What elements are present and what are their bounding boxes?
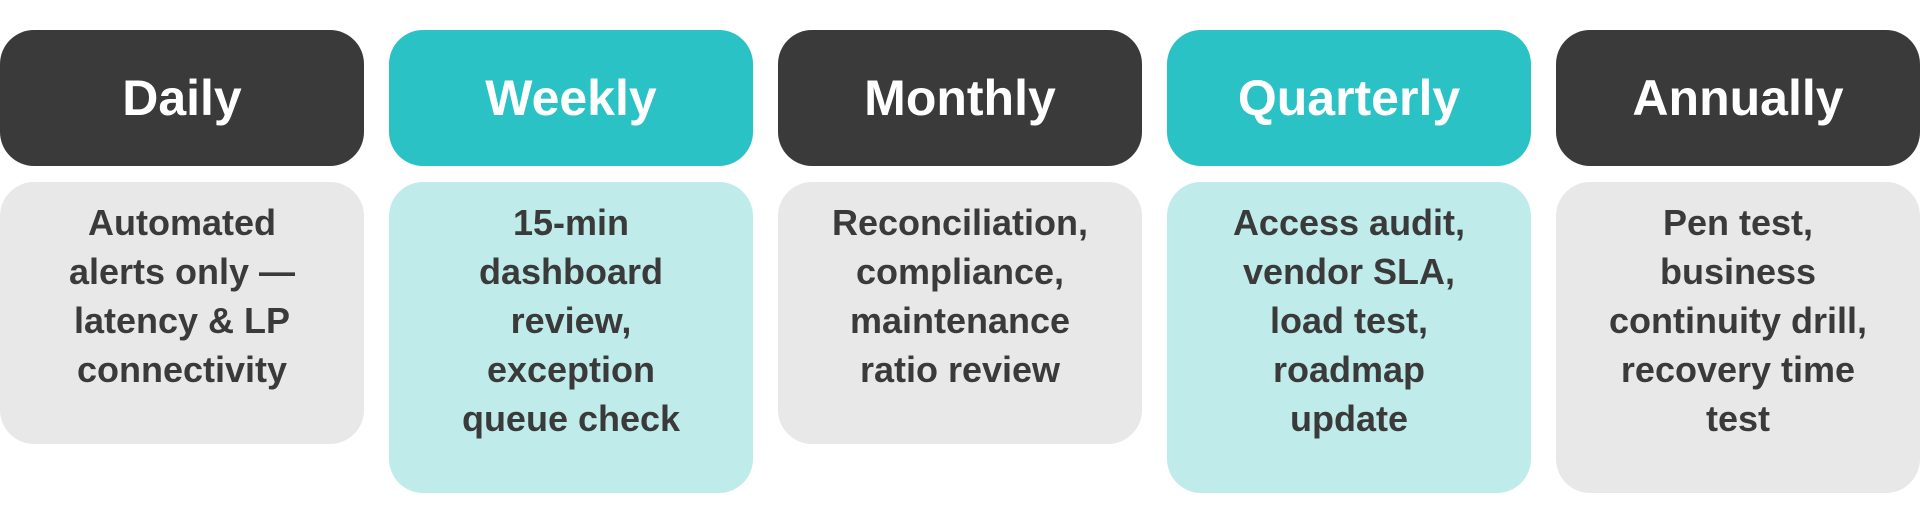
body-line: update: [1289, 398, 1408, 439]
body-line: compliance,: [855, 251, 1065, 292]
column-monthly: Monthly Reconciliation, compliance, main…: [778, 30, 1142, 444]
column-header-quarterly: Quarterly: [1167, 30, 1531, 166]
body-line: test: [1705, 398, 1771, 439]
body-line: vendor SLA,: [1242, 251, 1455, 292]
body-line: recovery time: [1620, 349, 1856, 390]
column-text-quarterly: Access audit, vendor SLA, load test, roa…: [1233, 198, 1465, 443]
body-line: ratio review: [859, 349, 1061, 390]
body-line: queue check: [461, 398, 681, 439]
column-text-daily: Automated alerts only — latency & LP con…: [69, 198, 295, 394]
column-text-monthly: Reconciliation, compliance, maintenance …: [832, 198, 1088, 394]
body-line: dashboard: [478, 251, 664, 292]
column-body-annually: Pen test, business continuity drill, rec…: [1556, 182, 1920, 493]
column-body-weekly: 15-min dashboard review, exception queue…: [389, 182, 753, 493]
column-body-daily: Automated alerts only — latency & LP con…: [0, 182, 364, 444]
column-header-weekly: Weekly: [389, 30, 753, 166]
body-line: exception: [486, 349, 656, 390]
column-header-annually: Annually: [1556, 30, 1920, 166]
body-line: continuity drill,: [1609, 300, 1867, 341]
column-text-weekly: 15-min dashboard review, exception queue…: [462, 198, 680, 443]
body-line: roadmap: [1272, 349, 1426, 390]
column-body-quarterly: Access audit, vendor SLA, load test, roa…: [1167, 182, 1531, 493]
column-weekly: Weekly 15-min dashboard review, exceptio…: [389, 30, 753, 493]
body-line: load test,: [1269, 300, 1428, 341]
body-line: Access audit,: [1232, 202, 1466, 243]
column-daily: Daily Automated alerts only — latency & …: [0, 30, 364, 444]
column-text-annually: Pen test, business continuity drill, rec…: [1609, 198, 1867, 443]
body-line: Reconciliation,: [831, 202, 1089, 243]
body-line: latency & LP: [73, 300, 291, 341]
column-header-monthly: Monthly: [778, 30, 1142, 166]
body-line: maintenance: [849, 300, 1071, 341]
body-line: connectivity: [76, 349, 288, 390]
body-line: 15-min: [512, 202, 630, 243]
body-line: Pen test,: [1662, 202, 1814, 243]
column-header-daily: Daily: [0, 30, 364, 166]
body-line: review,: [510, 300, 632, 341]
body-line: alerts only —: [68, 251, 296, 292]
body-line: Automated: [87, 202, 276, 243]
column-quarterly: Quarterly Access audit, vendor SLA, load…: [1167, 30, 1531, 493]
body-line: business: [1659, 251, 1817, 292]
cadence-columns: Daily Automated alerts only — latency & …: [0, 30, 1920, 500]
column-annually: Annually Pen test, business continuity d…: [1556, 30, 1920, 493]
column-body-monthly: Reconciliation, compliance, maintenance …: [778, 182, 1142, 444]
